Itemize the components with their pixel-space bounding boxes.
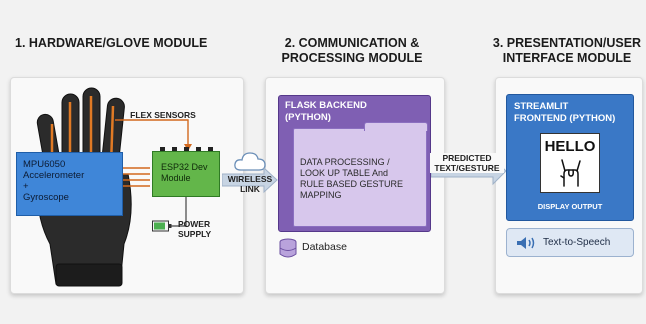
battery-icon	[152, 220, 172, 232]
mpu6050-box: MPU6050 Accelerometer + Gyroscope	[16, 152, 123, 216]
folder-line-3: RULE BASED GESTURE	[300, 179, 404, 189]
mpu-line-3: +	[23, 181, 29, 192]
section-title-presentation-line1: 3. PRESENTATION/USER	[492, 36, 642, 50]
mpu-line-2: Accelerometer	[23, 170, 85, 181]
section-title-processing-line1: 2. COMMUNICATION &	[284, 36, 420, 50]
flask-title-line-2: (PYTHON)	[285, 112, 331, 123]
section-title-hardware-line1: 1. HARDWARE/GLOVE MODULE	[15, 36, 208, 50]
text-to-speech-button[interactable]: Text-to-Speech	[506, 228, 634, 257]
wireless-arrow	[222, 166, 278, 194]
streamlit-title-line-2: FRONTEND (PYTHON)	[514, 113, 616, 124]
flask-backend-title: FLASK BACKEND (PYTHON)	[285, 100, 367, 124]
flask-backend-box: FLASK BACKEND (PYTHON) DATA PROCESSING /…	[278, 95, 431, 232]
hand-sign-icon	[560, 159, 581, 187]
power-supply-label: POWER SUPPLY	[178, 219, 218, 239]
predicted-line-2: TEXT/GESTURE	[434, 163, 500, 173]
flask-title-line-1: FLASK BACKEND	[285, 100, 367, 111]
power-line-1: POWER	[178, 219, 211, 229]
streamlit-frontend-box: STREAMLIT FRONTEND (PYTHON) HELLO DISPLA…	[506, 94, 634, 221]
section-title-hardware: 1. HARDWARE/GLOVE MODULE	[15, 36, 215, 51]
database-icon	[279, 238, 297, 258]
section-title-processing-line2: PROCESSING MODULE	[281, 51, 423, 65]
folder-line-1: DATA PROCESSING /	[300, 157, 390, 167]
folder-line-2: LOOK UP TABLE And	[300, 168, 389, 178]
cloud-icon	[234, 152, 266, 171]
folder-line-4: MAPPING	[300, 190, 342, 200]
wireless-link-label: WIRELESS LINK	[222, 174, 278, 194]
section-title-processing: 2. COMMUNICATION & PROCESSING MODULE	[262, 36, 442, 66]
predicted-label: PREDICTED TEXT/GESTURE	[430, 153, 504, 173]
section-title-presentation-line2: INTERFACE MODULE	[502, 51, 632, 65]
predicted-line-1: PREDICTED	[442, 153, 492, 163]
tts-label: Text-to-Speech	[543, 237, 611, 248]
mpu-line-4: Gyroscope	[23, 192, 69, 203]
mpu-line-1: MPU6050	[23, 159, 66, 170]
power-line-2: SUPPLY	[178, 229, 212, 239]
database-label: Database	[302, 241, 347, 253]
folder-text: DATA PROCESSING / LOOK UP TABLE And RULE…	[300, 157, 422, 201]
esp-line-2: Module	[161, 173, 191, 183]
esp32-module: ESP32 Dev Module	[152, 151, 220, 197]
folder-tab	[364, 122, 428, 131]
flex-sensors-label: FLEX SENSORS	[130, 110, 196, 120]
speaker-icon	[517, 237, 535, 249]
streamlit-title-line-1: STREAMLIT	[514, 101, 569, 112]
streamlit-title: STREAMLIT FRONTEND (PYTHON)	[514, 101, 615, 125]
hello-display: HELLO	[540, 133, 600, 193]
data-processing-folder: DATA PROCESSING / LOOK UP TABLE And RULE…	[293, 122, 428, 227]
hello-text: HELLO	[544, 138, 596, 155]
section-title-presentation: 3. PRESENTATION/USER INTERFACE MODULE	[488, 36, 646, 66]
display-output-label: DISPLAY OUTPUT	[537, 202, 603, 211]
wireless-line-1: WIRELESS	[227, 174, 273, 184]
esp-line-1: ESP32 Dev	[161, 162, 208, 172]
wireless-line-2: LINK	[240, 184, 260, 194]
